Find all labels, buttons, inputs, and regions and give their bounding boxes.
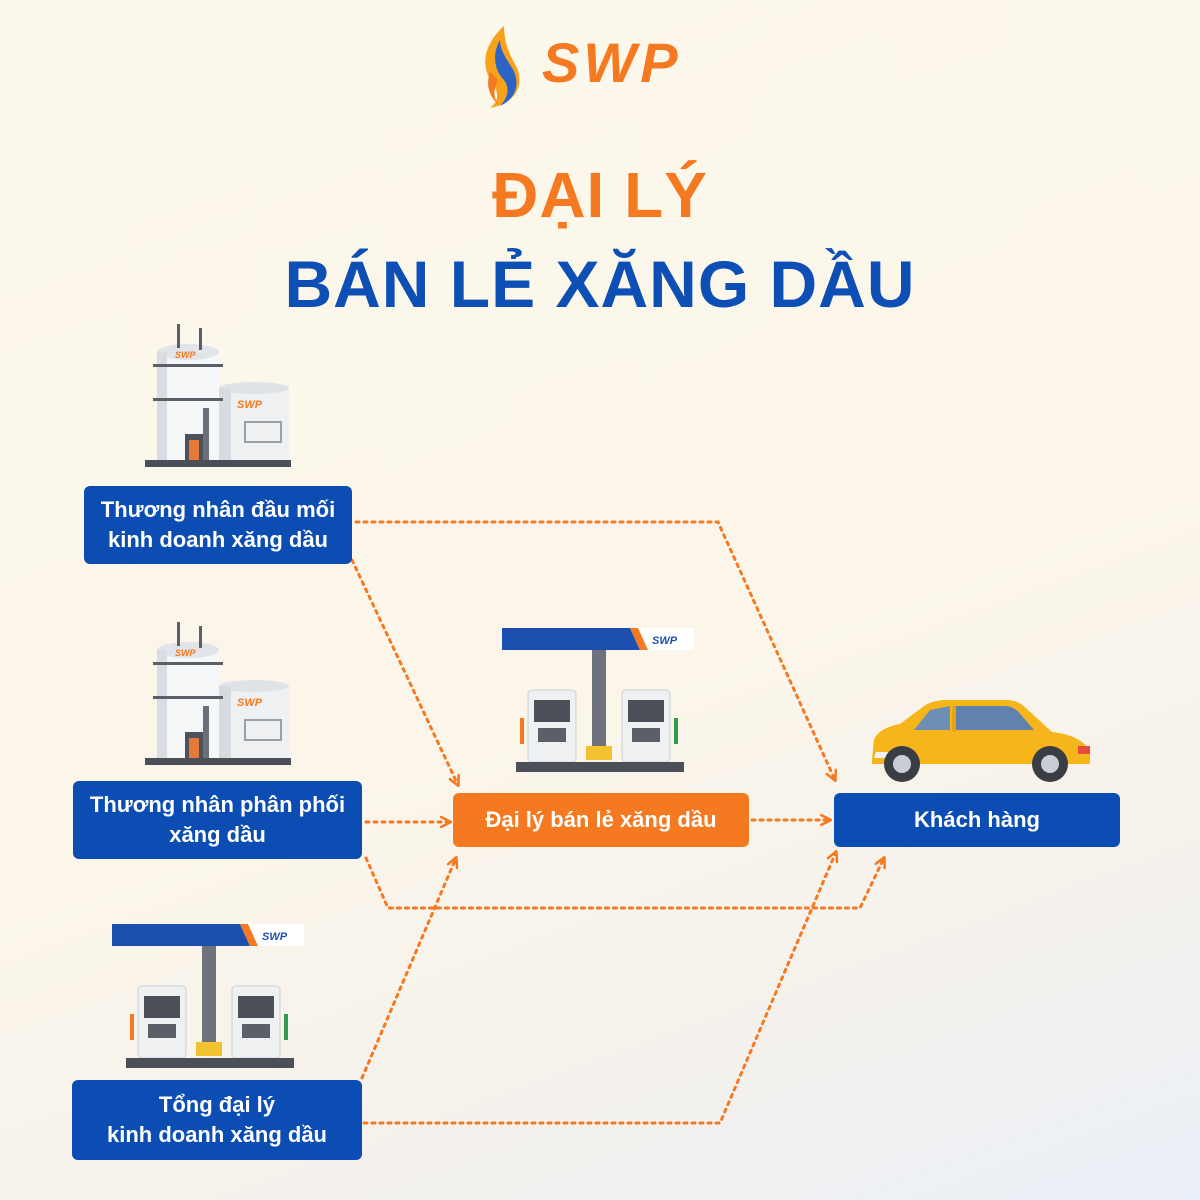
gas-station-icon: SWP bbox=[112, 924, 308, 1077]
storage-tank-icon: SWP SWP bbox=[145, 322, 293, 473]
car-icon bbox=[866, 696, 1096, 791]
svg-text:SWP: SWP bbox=[175, 648, 196, 658]
node-distributor-line2: xăng dầu bbox=[169, 822, 266, 847]
arrow-general-to-retail bbox=[360, 858, 456, 1080]
node-distributor: Thương nhân phân phối xăng dầu bbox=[73, 781, 362, 859]
flame-logo-icon bbox=[485, 26, 520, 108]
arrow-wholesaler-to-retail bbox=[350, 558, 458, 785]
node-retail-agent-label: Đại lý bán lẻ xăng dầu bbox=[485, 807, 717, 832]
svg-text:SWP: SWP bbox=[237, 399, 263, 411]
svg-text:SWP: SWP bbox=[237, 697, 263, 709]
node-distributor-line1: Thương nhân phân phối bbox=[89, 792, 346, 817]
node-wholesaler-line1: Thương nhân đầu mối bbox=[100, 497, 336, 522]
node-customer: Khách hàng bbox=[834, 793, 1120, 847]
node-retail-agent: Đại lý bán lẻ xăng dầu bbox=[453, 793, 749, 847]
title-line-1: ĐẠI LÝ bbox=[492, 159, 708, 231]
arrow-distributor-to-customer bbox=[364, 858, 884, 910]
svg-text:SWP: SWP bbox=[175, 350, 196, 360]
storage-tank-icon: SWP SWP bbox=[145, 620, 293, 771]
title-line-2: BÁN LẺ XĂNG DẦU bbox=[284, 247, 916, 321]
node-general-agent-line2: kinh doanh xăng dầu bbox=[106, 1122, 327, 1147]
arrow-general-to-customer bbox=[362, 852, 836, 1125]
brand-name: SWP bbox=[542, 31, 682, 94]
node-general-agent: Tổng đại lý kinh doanh xăng dầu bbox=[72, 1080, 362, 1160]
node-general-agent-line1: Tổng đại lý bbox=[158, 1092, 276, 1117]
swp-logo: SWP bbox=[470, 22, 730, 112]
node-wholesaler-line2: kinh doanh xăng dầu bbox=[107, 527, 328, 552]
node-wholesaler: Thương nhân đầu mối kinh doanh xăng dầu bbox=[84, 486, 352, 564]
arrow-wholesaler-to-customer bbox=[354, 520, 835, 780]
svg-text:SWP: SWP bbox=[262, 931, 288, 943]
svg-text:SWP: SWP bbox=[652, 635, 678, 647]
node-customer-label: Khách hàng bbox=[914, 807, 1040, 832]
gas-station-icon: SWP bbox=[502, 628, 698, 781]
